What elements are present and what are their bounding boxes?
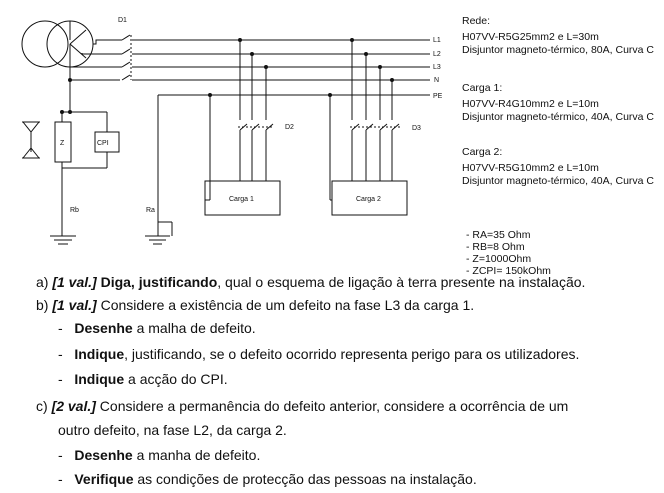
spec-rede-breaker: Disjuntor magneto-térmico, 80A, Curva C (462, 44, 654, 56)
n-label: N (434, 77, 439, 84)
spec-carga1: Carga 1: H07VV-R4G10mm2 e L=10m Disjunto… (462, 82, 654, 125)
spec-carga1-breaker: Disjuntor magneto-térmico, 40A, Curva C (462, 111, 654, 123)
ra-label: Ra (146, 207, 155, 214)
param-rb: - RB=8 Ohm (466, 241, 525, 253)
question-c-continuation: outro defeito, na fase L2, da carga 2. (58, 422, 287, 438)
question-b2: - Indique, justificando, se o defeito oc… (58, 346, 580, 362)
question-c: c) [2 val.] Considere a permanência do d… (36, 398, 569, 414)
carga1-box (204, 180, 281, 216)
d2-label: D2 (285, 124, 294, 131)
rb-label: Rb (70, 207, 79, 214)
question-b3: - Indique a acção do CPI. (58, 371, 228, 387)
question-c2: - Verifique as condições de protecção da… (58, 471, 477, 487)
transformer-primary-winding (21, 20, 69, 68)
spec-carga2-breaker: Disjuntor magneto-térmico, 40A, Curva C (462, 175, 654, 187)
cpi-label: CPI (97, 140, 109, 147)
spec-rede-cable: H07VV-R5G25mm2 e L=30m (462, 30, 599, 43)
installation-schematic: D1 D2 D3 L1 L2 L3 N PE Z CPI Rb Ra Carga… (21, 17, 443, 245)
l3-label: L3 (433, 64, 441, 71)
question-a: a) [1 val.] Diga, justificando, qual o e… (36, 274, 586, 290)
question-b: b) [1 val.] Considere a existência de um… (36, 297, 475, 313)
carga2-box (331, 180, 408, 216)
d3-label: D3 (412, 125, 421, 132)
impedance-z (54, 121, 72, 163)
param-ra: - RA=35 Ohm (466, 229, 531, 241)
pe-label: PE (433, 93, 443, 100)
spec-carga1-title: Carga 1: (462, 82, 503, 94)
l1-label: L1 (433, 37, 441, 44)
spec-rede: Rede: H07VV-R5G25mm2 e L=30m Disjuntor m… (462, 15, 654, 58)
spec-carga2-title: Carga 2: (462, 146, 503, 158)
param-z: - Z=1000Ohm (466, 253, 532, 265)
spec-rede-title: Rede: (462, 15, 491, 27)
z-label: Z (60, 140, 65, 147)
carga1-label: Carga 1 (229, 196, 254, 203)
spec-carga2: Carga 2: H07VV-R5G10mm2 e L=10m Disjunto… (462, 146, 654, 189)
parameter-list: - RA=35 Ohm - RB=8 Ohm - Z=1000Ohm - ZCP… (466, 229, 551, 277)
d1-label: D1 (118, 17, 127, 24)
carga2-label: Carga 2 (356, 196, 381, 203)
question-c1: - Desenhe a manha de defeito. (58, 447, 261, 463)
param-zcpi: - ZCPI= 150kOhm (466, 265, 551, 277)
spec-carga1-cable: H07VV-R4G10mm2 e L=10m (462, 97, 599, 110)
spec-carga2-cable: H07VV-R5G10mm2 e L=10m (462, 161, 599, 174)
question-b1: - Desenhe a malha de defeito. (58, 320, 256, 336)
l2-label: L2 (433, 51, 441, 58)
